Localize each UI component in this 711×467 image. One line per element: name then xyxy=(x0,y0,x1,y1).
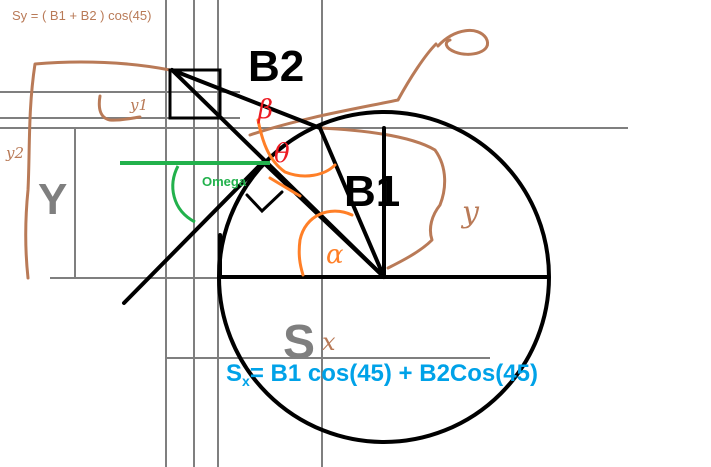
hand-label-sx: x xyxy=(322,328,336,356)
formula-sy: Sy = ( B1 + B2 ) cos(45) xyxy=(12,8,151,23)
formula-sx-rest: = B1 cos(45) + B2Cos(45) xyxy=(250,360,538,387)
scribble-y1-bracket xyxy=(97,94,142,122)
right-angle-box-top xyxy=(168,68,222,120)
omega-diagonal xyxy=(122,160,265,305)
radius-to-top xyxy=(318,126,386,279)
right-angle-box-mid xyxy=(245,190,284,214)
scribble-left-bracket xyxy=(24,60,172,280)
scribble-right-wave xyxy=(248,42,438,137)
label-beta: β xyxy=(257,95,273,125)
orange-arcs xyxy=(256,118,354,277)
omega-marker xyxy=(120,161,270,224)
label-omega: Omega xyxy=(202,174,247,189)
brown-scribbles xyxy=(24,29,490,280)
alpha-arc xyxy=(297,209,354,277)
scribble-circle-trace xyxy=(318,126,447,270)
hand-label-y-right: y xyxy=(460,195,480,230)
grid-lines xyxy=(0,0,628,467)
scribble-loop-top xyxy=(436,29,490,56)
label-b1: B1 xyxy=(344,167,400,216)
formula-sx-sub: x xyxy=(242,373,250,389)
label-b2: B2 xyxy=(248,42,304,91)
theta-arc xyxy=(256,118,337,178)
label-theta: θ xyxy=(274,139,290,169)
label-s: S xyxy=(283,316,315,369)
hand-label-y1: y1 xyxy=(129,96,148,114)
label-y: Y xyxy=(38,175,67,224)
b2-diagonal xyxy=(170,68,386,279)
formula-sx-s: S xyxy=(226,360,242,387)
orange-connector xyxy=(268,176,302,198)
black-construction xyxy=(122,68,551,444)
omega-arc xyxy=(171,165,196,224)
b2-upper-edge xyxy=(170,68,322,130)
hand-label-y2: y2 xyxy=(5,144,24,162)
formula-sx: Sx= B1 cos(45) + B2Cos(45) xyxy=(226,360,538,389)
label-alpha: α xyxy=(326,240,344,270)
